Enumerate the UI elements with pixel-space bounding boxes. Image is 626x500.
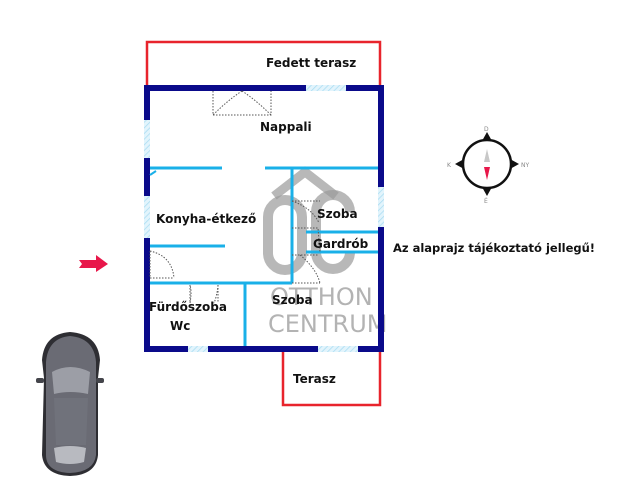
- door-nappali: [212, 90, 272, 116]
- door-konyha: [149, 250, 175, 279]
- door-furdo: [189, 284, 219, 304]
- room-label-gardrob: Gardrób: [313, 237, 369, 251]
- room-label-wc: Wc: [170, 319, 190, 333]
- room-label-szoba-2: Szoba: [272, 293, 313, 307]
- car-icon: [36, 332, 104, 476]
- doors: [149, 90, 321, 304]
- room-label-szoba-1: Szoba: [317, 207, 358, 221]
- terraces: [145, 40, 382, 407]
- compass-label-right: NY: [521, 162, 529, 169]
- room-label-fedett-terasz: Fedett terasz: [266, 56, 356, 70]
- compass-icon: D NY É K: [447, 126, 529, 205]
- room-label-terasz: Terasz: [293, 372, 336, 386]
- watermark-line1: OTTHON: [270, 283, 373, 311]
- door-szoba-1: [291, 200, 320, 224]
- compass-needle-north: [484, 149, 490, 162]
- compass-label-bottom: É: [484, 197, 488, 205]
- watermark-logo-o: [263, 195, 307, 275]
- compass-label-top: D: [484, 126, 489, 133]
- entrance-arrow-icon: [79, 255, 108, 272]
- room-labels: Fedett terasz Nappali Konyha-étkező Szob…: [149, 56, 595, 386]
- compass-needle-south: [484, 167, 490, 180]
- inner-walls: [149, 166, 378, 346]
- fedett-terasz-outline: [145, 40, 382, 87]
- room-label-furdoszoba: Fürdőszoba: [149, 300, 227, 314]
- outer-walls: [144, 85, 384, 352]
- room-label-nappali: Nappali: [260, 120, 312, 134]
- terasz-outline: [281, 352, 382, 407]
- compass-label-left: K: [447, 162, 452, 169]
- room-label-konyha-etkezo: Konyha-étkező: [156, 212, 256, 226]
- disclaimer-text: Az alaprajz tájékoztató jellegű!: [393, 241, 595, 255]
- watermark-logo-roof-icon: [271, 166, 339, 200]
- door-gardrob: [292, 227, 321, 253]
- door-szoba-2: [292, 254, 321, 284]
- watermark: OTTHON CENTRUM: [263, 166, 387, 338]
- watermark-line2: CENTRUM: [268, 310, 387, 338]
